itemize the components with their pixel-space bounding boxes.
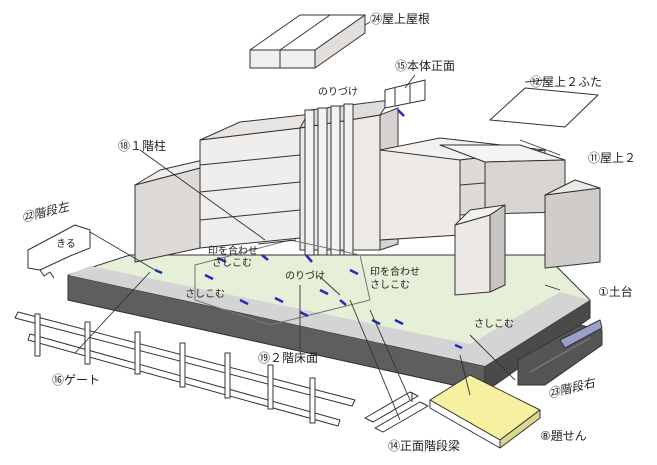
label-gate: ⑯ゲート xyxy=(52,373,101,387)
note-insert-left: さしこむ xyxy=(185,289,225,300)
label-second-floor: ⑲２階床面 xyxy=(258,351,319,365)
stairs-left-part xyxy=(27,224,91,279)
note-align-left-2: さしこむ xyxy=(212,258,252,269)
stair-tower xyxy=(454,204,506,296)
label-base: ①土台 xyxy=(598,285,633,299)
note-align-left-1: 印を合わせ xyxy=(208,246,258,257)
alignment-markers xyxy=(154,109,463,350)
note-glue-center: のりづけ xyxy=(285,271,325,282)
front-stair-beam-part xyxy=(364,391,429,433)
second-floor-part xyxy=(194,239,371,326)
gate-part xyxy=(14,311,356,427)
leader-lines xyxy=(74,21,561,421)
label-rooftop2-lid: ⑫屋上２ふた xyxy=(530,75,603,89)
title-tag-part xyxy=(429,374,541,449)
label-title-tag: ⑧題せん xyxy=(540,429,587,443)
note-insert-right: さしこむ xyxy=(474,319,514,330)
stairs-right-part xyxy=(517,319,603,386)
label-stairs-left-tag: きる xyxy=(56,239,76,250)
label-main-front: ⑮本体正面 xyxy=(395,59,456,73)
label-rooftop2: ⑪屋上２ xyxy=(588,151,637,165)
label-rooftop-roof: ㉔屋上屋根 xyxy=(370,12,431,26)
note-glue-top: のりづけ xyxy=(318,87,358,98)
note-align-right-1: 印を合わせ xyxy=(370,267,420,278)
note-align-right-2: さしこむ xyxy=(370,280,410,291)
label-front-stair-beam: ⑭正面階段梁 xyxy=(388,439,461,453)
right-wing xyxy=(544,179,601,269)
rooftop-roof-part xyxy=(249,14,366,69)
main-front-part xyxy=(384,79,426,109)
label-first-floor-pillar: ⑱１階柱 xyxy=(118,139,167,153)
rooftop2-lid-part xyxy=(489,87,599,128)
